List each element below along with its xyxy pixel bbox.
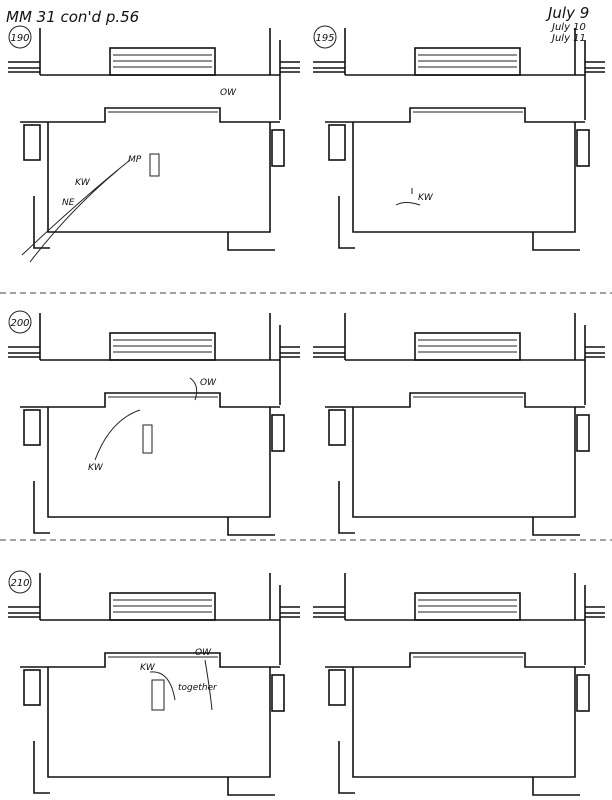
- wall-line: [39, 313, 281, 405]
- floor-plan-panel: [313, 573, 605, 796]
- wall-line: [33, 196, 50, 249]
- stairs: [414, 47, 521, 76]
- panel-number: 190: [10, 33, 29, 44]
- panel-number-circle: [8, 570, 32, 594]
- wall-line: [33, 741, 50, 794]
- wall-line: [313, 346, 345, 358]
- wall-line: [338, 741, 355, 794]
- floor-plan-panel: 200: [8, 310, 300, 536]
- panel-number: 200: [10, 318, 29, 329]
- wall-line: [585, 61, 605, 73]
- person-marker: [142, 424, 153, 454]
- wall-line: [532, 777, 580, 796]
- stairs: [109, 592, 216, 621]
- wall-line: [47, 667, 271, 778]
- date-1: July 9: [545, 4, 589, 22]
- wall-line: [352, 122, 576, 233]
- wall-line: [47, 407, 271, 518]
- person-marker: [151, 679, 165, 711]
- annotation-label: OW: [220, 88, 237, 98]
- stairs: [414, 332, 521, 361]
- annotation-label: KW: [418, 193, 434, 203]
- wall-line: [325, 107, 585, 123]
- annotation-label: together: [178, 683, 218, 693]
- page-title: MM 31 con'd p.56: [6, 8, 139, 26]
- floor-plan-panel: 195: [313, 25, 605, 251]
- pillar: [271, 674, 285, 712]
- panel-number: 195: [315, 33, 334, 44]
- pillar: [576, 414, 590, 452]
- wall-line: [352, 407, 576, 518]
- wall-line: [227, 777, 275, 796]
- panel-number-circle: [8, 310, 32, 334]
- date-2: July 10: [550, 22, 586, 33]
- wall-line: [338, 196, 355, 249]
- wall-line: [344, 28, 586, 120]
- movement-arrow: [94, 377, 198, 461]
- wall-line: [47, 122, 271, 233]
- wall-line: [227, 232, 275, 251]
- wall-line: [33, 481, 50, 534]
- pillar: [23, 124, 41, 161]
- wall-line: [313, 61, 345, 73]
- pillar: [23, 669, 41, 706]
- annotation-label: MP: [128, 155, 142, 165]
- pillar: [328, 409, 346, 446]
- stairs: [109, 332, 216, 361]
- movement-arrow: [149, 659, 213, 711]
- panel-number-circle: [8, 25, 32, 49]
- wall-line: [39, 28, 281, 120]
- wall-line: [280, 61, 300, 73]
- wall-line: [325, 392, 585, 408]
- wall-line: [20, 652, 280, 668]
- annotation-label: KW: [88, 463, 104, 473]
- wall-line: [8, 61, 40, 73]
- wall-line: [227, 517, 275, 536]
- annotation-label: KW: [140, 663, 156, 673]
- floor-plan-panel: [313, 313, 605, 536]
- annotation-label: KW: [75, 178, 91, 188]
- wall-line: [8, 346, 40, 358]
- wall-line: [585, 346, 605, 358]
- pillar: [576, 674, 590, 712]
- wall-line: [344, 573, 586, 665]
- wall-line: [20, 392, 280, 408]
- wall-line: [280, 606, 300, 618]
- wall-line: [344, 313, 586, 405]
- annotation-label: NE: [62, 198, 75, 208]
- wall-line: [39, 573, 281, 665]
- floor-plan-panel: 190: [8, 25, 300, 251]
- pillar: [271, 414, 285, 452]
- wall-line: [585, 606, 605, 618]
- pillar: [576, 129, 590, 167]
- wall-line: [313, 606, 345, 618]
- wall-line: [325, 652, 585, 668]
- pillar: [328, 124, 346, 161]
- wall-line: [20, 107, 280, 123]
- wall-line: [532, 517, 580, 536]
- panel-number: 210: [10, 578, 29, 589]
- person-marker: [149, 153, 160, 177]
- annotation-label: OW: [195, 648, 212, 658]
- wall-line: [8, 606, 40, 618]
- pillar: [328, 669, 346, 706]
- annotation-label: OW: [200, 378, 217, 388]
- stairs: [414, 592, 521, 621]
- stairs: [109, 47, 216, 76]
- pillar: [23, 409, 41, 446]
- floor-plan-panel: 210: [8, 570, 300, 796]
- wall-line: [280, 346, 300, 358]
- pillar: [271, 129, 285, 167]
- wall-line: [352, 667, 576, 778]
- movement-arrow: [21, 159, 131, 263]
- wall-line: [532, 232, 580, 251]
- wall-line: [338, 481, 355, 534]
- panel-number-circle: [313, 25, 337, 49]
- movement-arrow: [395, 188, 421, 206]
- date-3: July 11: [550, 33, 586, 44]
